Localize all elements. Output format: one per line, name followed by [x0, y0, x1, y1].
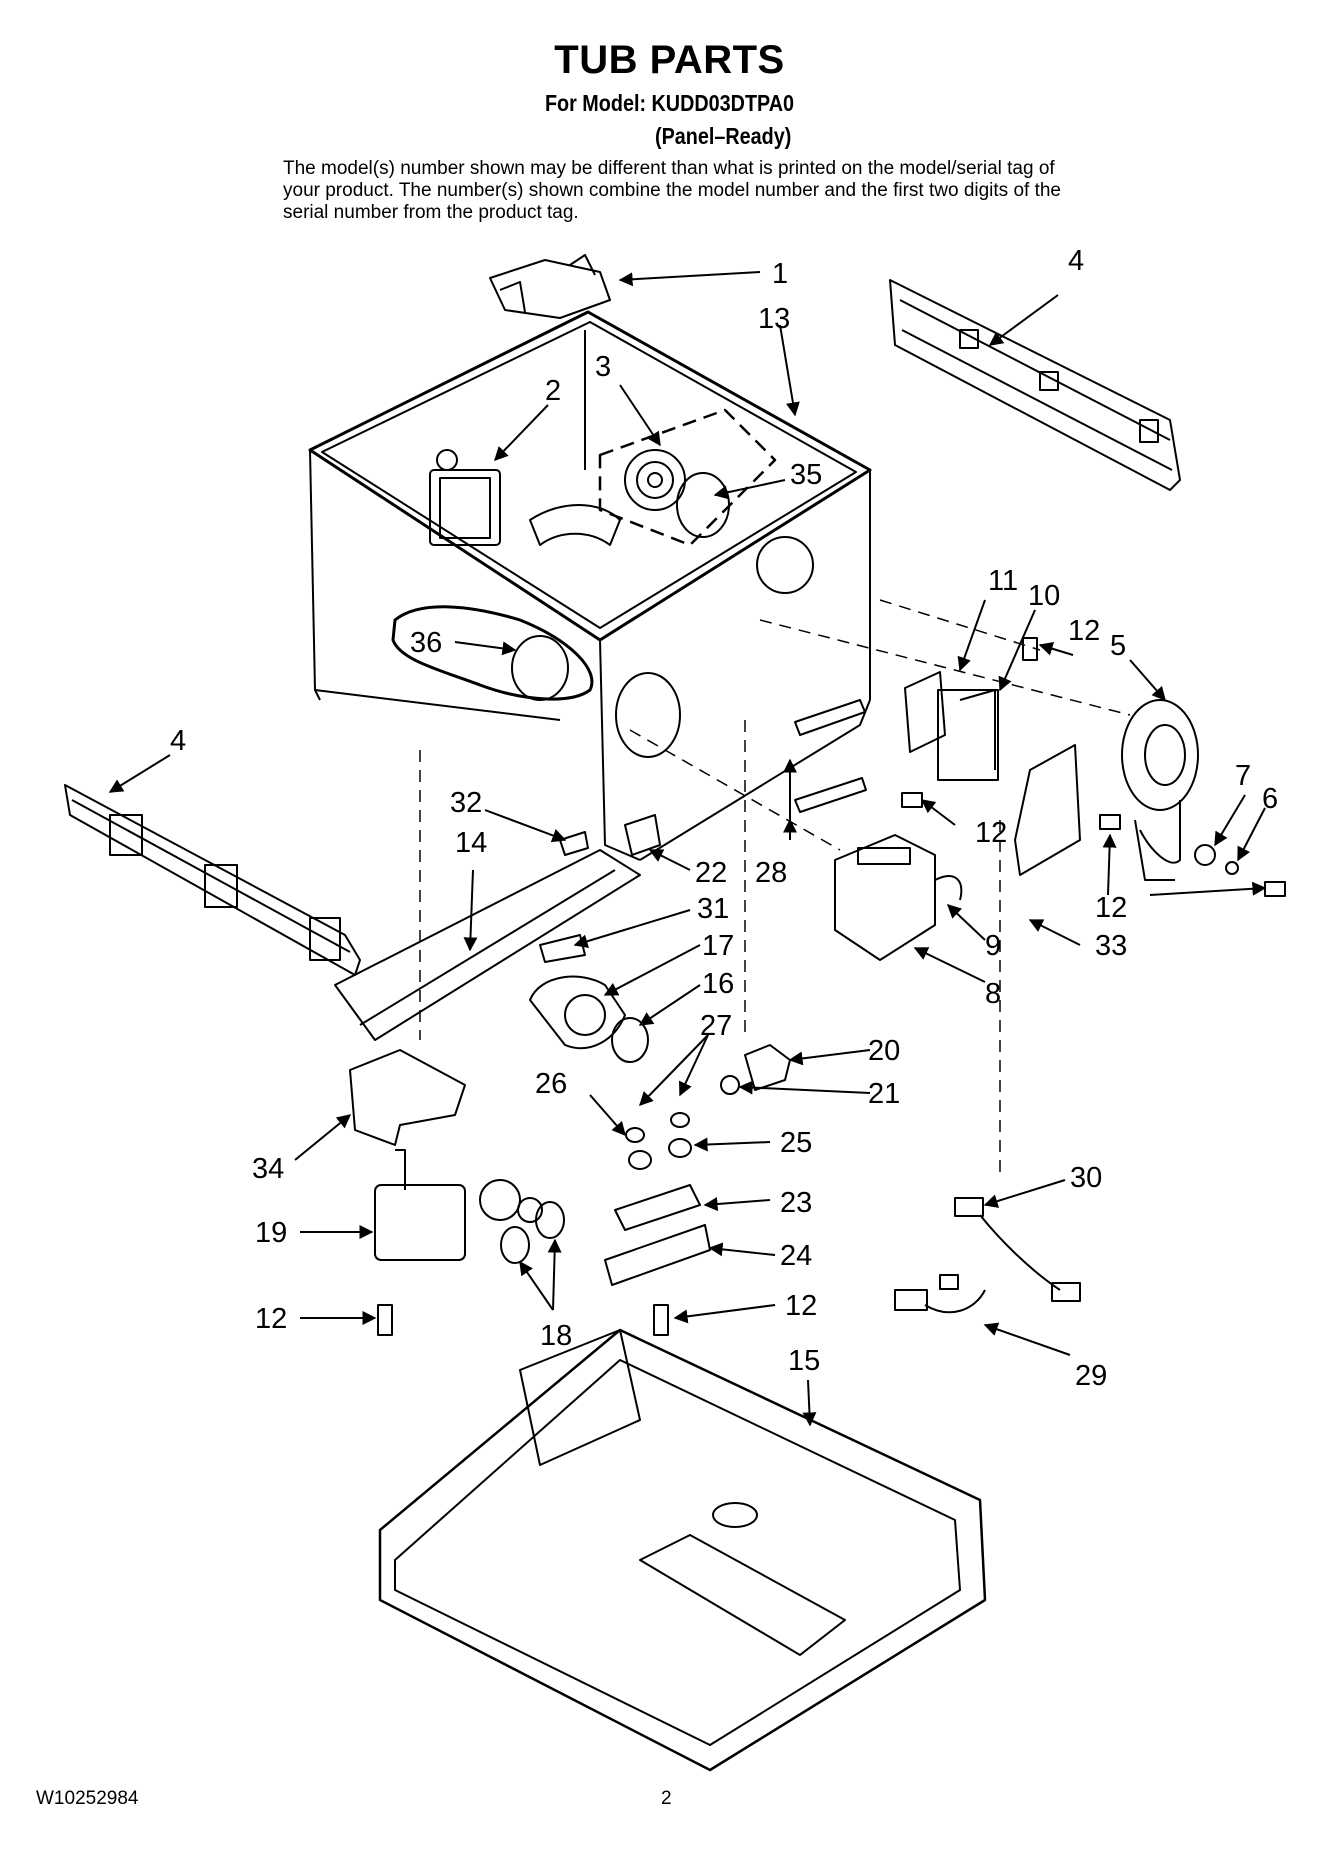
screw-12-set: [377, 637, 1286, 1336]
part-1-bracket: [489, 254, 611, 319]
callout-15: 15: [788, 1345, 820, 1377]
part-22-mount: [624, 814, 661, 856]
part-5-motor: [1121, 699, 1199, 881]
callout-4: 4: [1068, 245, 1084, 277]
callout-5: 5: [1110, 630, 1126, 662]
part-16-clamp: [611, 1017, 649, 1063]
part-34-shield: [349, 1049, 466, 1146]
callout-28: 28: [755, 857, 787, 889]
callout-12: 12: [975, 817, 1007, 849]
callout-18: 18: [540, 1320, 572, 1352]
part-36-gasket: [391, 605, 594, 701]
callout-2: 2: [545, 375, 561, 407]
part-11-10-module: [904, 671, 999, 781]
page-number: 2: [661, 1788, 672, 1809]
part-18-clamp-b: [535, 1201, 565, 1239]
part-17-pump: [529, 975, 626, 1050]
callout-8: 8: [985, 978, 1001, 1010]
part-3-and-35-dashed-group: [598, 408, 777, 547]
callout-19: 19: [255, 1217, 287, 1249]
callout-4: 4: [170, 725, 186, 757]
callout-17: 17: [702, 930, 734, 962]
part-14-bracket: [334, 849, 641, 1041]
callout-12: 12: [255, 1303, 287, 1335]
callout-27: 27: [700, 1010, 732, 1042]
callout-26: 26: [535, 1068, 567, 1100]
part-20-sensor: [744, 1044, 791, 1091]
callout-23: 23: [780, 1187, 812, 1219]
callout-12: 12: [1068, 615, 1100, 647]
document-number: W10252984: [36, 1788, 139, 1809]
part-30-harness: [954, 1197, 1081, 1302]
callout-31: 31: [697, 893, 729, 925]
part-15-base-pan: [378, 1328, 987, 1772]
callout-22: 22: [695, 857, 727, 889]
model-line: For Model: KUDD03DTPA0: [544, 90, 795, 116]
callout-10: 10: [1028, 580, 1060, 612]
part-6-washer: [1225, 861, 1239, 875]
part-4-rail-right: [889, 279, 1181, 491]
callout-arrows: [108, 271, 1267, 1427]
part-23-26-stack: [604, 1112, 711, 1286]
callout-36: 36: [410, 627, 442, 659]
callout-34: 34: [252, 1153, 284, 1185]
callout-11: 11: [988, 565, 1018, 597]
callout-30: 30: [1070, 1162, 1102, 1194]
callout-25: 25: [780, 1127, 812, 1159]
part-7-fitting: [1194, 844, 1216, 866]
callout-7: 7: [1235, 760, 1251, 792]
callout-21: 21: [868, 1078, 900, 1110]
callout-9: 9: [985, 930, 1001, 962]
callout-14: 14: [455, 827, 487, 859]
part-28-brackets: [794, 699, 867, 813]
callout-20: 20: [868, 1035, 900, 1067]
part-4-rail-left: [64, 784, 361, 976]
callout-24: 24: [780, 1240, 812, 1272]
callout-16: 16: [702, 968, 734, 1000]
part-19-valve: [374, 1149, 543, 1261]
tub-small-hole: [436, 449, 458, 471]
callout-29: 29: [1075, 1360, 1107, 1392]
tub-body: [308, 310, 872, 861]
callout-33: 33: [1095, 930, 1127, 962]
part-32-clip: [559, 831, 589, 856]
callout-13: 13: [758, 303, 790, 335]
page-title: TUB PARTS: [554, 38, 785, 82]
callout-1: 1: [772, 258, 788, 290]
callout-labels: 1 13 4 3 2 35 11 10 12 5 36 4 32 14 22 2…: [170, 245, 1278, 1392]
part-8-9-assembly: [834, 834, 963, 961]
alignment-lines: [419, 599, 1131, 1180]
callout-3: 3: [595, 351, 611, 383]
part-33-shield: [1014, 744, 1081, 876]
tub-side-port-upper: [756, 536, 814, 594]
model-variant: (Panel–Ready): [655, 123, 792, 149]
callout-6: 6: [1262, 783, 1278, 815]
model-number-note: The model(s) number shown may be differe…: [283, 158, 1061, 223]
part-29-harness: [894, 1274, 986, 1314]
callout-32: 32: [450, 787, 482, 819]
tub-side-port-lower: [615, 672, 681, 758]
callout-12: 12: [1095, 892, 1127, 924]
callout-12: 12: [785, 1290, 817, 1322]
part-31-pad: [539, 934, 586, 963]
part-21-oring: [720, 1075, 740, 1095]
part-18-clamp-a: [500, 1226, 530, 1264]
callout-35: 35: [790, 459, 822, 491]
